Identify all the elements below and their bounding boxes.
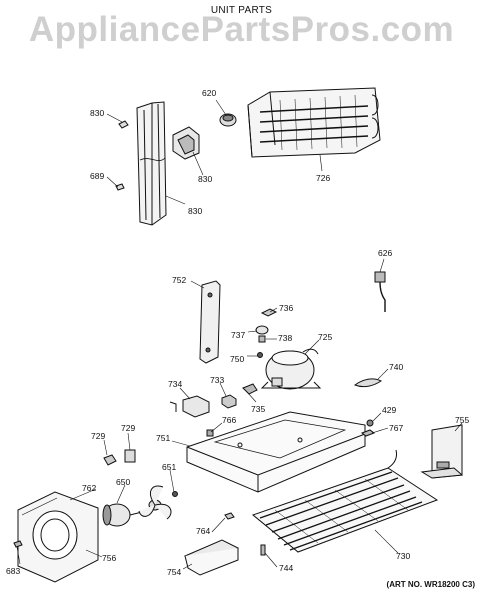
callout-752: 752 [172, 275, 186, 285]
callout-729-a: 729 [91, 431, 105, 441]
callout-729-b: 729 [121, 423, 135, 433]
small-parts-cluster [255, 308, 278, 358]
part-735 [242, 383, 258, 395]
callout-830-a: 830 [90, 108, 104, 118]
harness-626 [374, 271, 386, 312]
callout-740: 740 [389, 362, 403, 372]
callout-751: 751 [156, 433, 170, 443]
callout-744: 744 [279, 563, 293, 573]
channel-bracket [136, 101, 167, 226]
callout-762: 762 [82, 483, 96, 493]
screw-830 [118, 120, 129, 129]
diagram-title: UNIT PARTS [210, 5, 273, 16]
watermark: AppliancePartsPros.com [28, 10, 455, 49]
callout-689: 689 [90, 171, 104, 181]
callout-755: 755 [455, 415, 469, 425]
callout-labels: 830 689 830 830 620 726 626 752 736 737 … [6, 88, 469, 577]
callout-750: 750 [230, 354, 244, 364]
callout-730: 730 [396, 551, 410, 561]
thermal-part-620 [219, 113, 237, 127]
callout-651: 651 [162, 462, 176, 472]
callout-735: 735 [251, 404, 265, 414]
compressor [260, 348, 322, 390]
art-number: (ART NO. WR18200 C3) [386, 580, 475, 589]
callout-737: 737 [231, 330, 245, 340]
relay-733 [221, 394, 237, 409]
leader-lines [16, 99, 463, 570]
callout-764: 764 [196, 526, 210, 536]
clip-830 [172, 126, 200, 160]
callout-683: 683 [6, 566, 20, 576]
drain-tray [183, 539, 240, 576]
callout-736: 736 [279, 303, 293, 313]
condenser-coil-730 [251, 449, 439, 553]
relay-734 [169, 395, 210, 418]
callout-830-b: 830 [188, 206, 202, 216]
bracket-752 [199, 280, 221, 364]
callout-734: 734 [168, 379, 182, 389]
callout-626: 626 [378, 248, 392, 258]
callout-733: 733 [210, 375, 224, 385]
fan-blade [138, 485, 178, 520]
callout-767: 767 [389, 423, 403, 433]
callout-738: 738 [278, 333, 292, 343]
callout-830-c: 830 [198, 174, 212, 184]
base-pan [186, 411, 366, 493]
callout-756: 756 [102, 553, 116, 563]
small-parts-bottom [13, 512, 266, 556]
callout-766: 766 [222, 415, 236, 425]
clip-740 [353, 378, 382, 388]
callout-620: 620 [202, 88, 216, 98]
callout-754: 754 [167, 567, 181, 577]
fan-shroud [17, 491, 99, 583]
callout-725: 725 [318, 332, 332, 342]
screw-689 [115, 183, 125, 191]
fan-motor [102, 503, 143, 527]
condenser-coil [247, 87, 381, 158]
parts-729 [103, 449, 136, 466]
callout-650: 650 [116, 477, 130, 487]
callout-726: 726 [316, 173, 330, 183]
bracket-755 [420, 424, 464, 479]
small-parts-right [206, 419, 376, 437]
callout-429: 429 [382, 405, 396, 415]
